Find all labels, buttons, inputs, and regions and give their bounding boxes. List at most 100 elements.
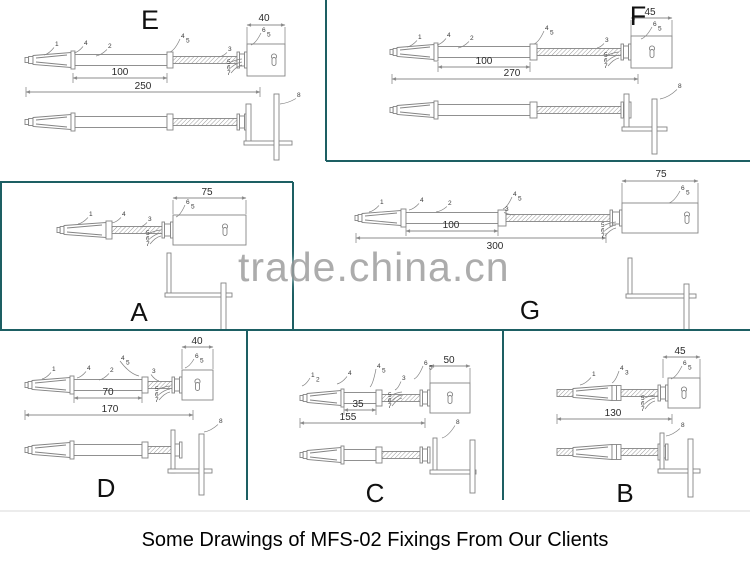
callout-label: 2 (108, 43, 112, 50)
callout-label: 5 (429, 365, 433, 372)
callout-label: 6 (146, 236, 150, 243)
dim-label: 100 (476, 56, 493, 67)
callout-label: 6 (641, 401, 645, 408)
dim-label: 250 (135, 81, 152, 92)
panel-letter-G: G (520, 295, 540, 325)
callout-label: 7 (155, 397, 159, 404)
callout-label: 6 (681, 185, 685, 192)
dim-label: 300 (487, 241, 504, 252)
callout-label: 6 (653, 21, 657, 28)
callout-label: 5 (191, 204, 195, 211)
callout-label: 6 (388, 398, 392, 405)
panel-letter-E: E (141, 5, 159, 35)
callout-label: 3 (505, 206, 509, 213)
callout-label: 4 (122, 211, 126, 218)
callout-label: 7 (601, 233, 605, 240)
callout-label: 5 (601, 222, 605, 229)
callout-label: 5 (200, 358, 204, 365)
callout-label: 6 (683, 360, 687, 367)
panel-borders (0, 0, 750, 512)
dim-label: 40 (258, 13, 270, 24)
dim-label: 50 (443, 355, 455, 366)
callout-label: 1 (55, 41, 59, 48)
callout-label: 7 (227, 70, 231, 77)
callout-label: 4 (121, 355, 125, 362)
callout-label: 2 (316, 377, 320, 384)
panel-letter-F: F (630, 1, 647, 31)
callout-label: 4 (84, 40, 88, 47)
dim-label: 170 (102, 404, 119, 415)
callout-label: 7 (641, 406, 645, 413)
callout-label: 4 (513, 191, 517, 198)
callout-label: 2 (448, 200, 452, 207)
dim-label: 45 (644, 7, 656, 18)
callout-label: 4 (87, 365, 91, 372)
callout-label: 5 (550, 30, 554, 37)
callout-label: 5 (126, 360, 130, 367)
callout-label: 1 (418, 34, 422, 41)
callout-label: 8 (681, 422, 685, 429)
dim-label: 45 (674, 346, 686, 357)
callout-label: 1 (311, 372, 315, 379)
panel-letter-C: C (366, 478, 385, 508)
caption-text: Some Drawings of MFS-02 Fixings From Our… (141, 529, 609, 551)
dim-label: 270 (504, 68, 521, 79)
callout-label: 3 (605, 37, 609, 44)
callout-label: 8 (456, 419, 460, 426)
callout-label: 3 (625, 370, 629, 377)
callout-label: 3 (152, 368, 156, 375)
callout-label: 4 (348, 370, 352, 377)
callout-label: 5 (686, 190, 690, 197)
panel-letter-B: B (616, 478, 633, 508)
callout-label: 1 (89, 211, 93, 218)
callout-label: 6 (227, 65, 231, 72)
callout-label: 5 (155, 386, 159, 393)
dim-label: 40 (191, 336, 203, 347)
callout-label: 4 (420, 197, 424, 204)
callout-label: 1 (52, 366, 56, 373)
callout-label: 4 (181, 33, 185, 40)
callout-label: 7 (146, 241, 150, 248)
callout-label: 5 (146, 230, 150, 237)
panel-letter-D: D (97, 473, 116, 503)
callout-label: 5 (382, 368, 386, 375)
callout-label: 5 (641, 395, 645, 402)
callout-label: 3 (402, 375, 406, 382)
callout-label: 2 (470, 35, 474, 42)
dim-label: 155 (340, 412, 357, 423)
callout-label: 5 (186, 38, 190, 45)
dim-label: 35 (352, 399, 364, 410)
callout-label: 5 (518, 196, 522, 203)
dim-label: 70 (102, 387, 114, 398)
callout-label: 8 (219, 418, 223, 425)
callout-label: 3 (228, 46, 232, 53)
callout-label: 2 (110, 367, 114, 374)
callout-label: 8 (678, 83, 682, 90)
callout-label: 6 (604, 58, 608, 65)
callout-label: 5 (388, 392, 392, 399)
dim-label: 75 (201, 187, 213, 198)
dim-label: 75 (655, 169, 667, 180)
callout-label: 6 (195, 353, 199, 360)
callout-label: 5 (267, 32, 271, 39)
callout-label: 7 (388, 403, 392, 410)
callout-label: 4 (447, 32, 451, 39)
dim-label: 100 (443, 220, 460, 231)
callout-label: 1 (380, 199, 384, 206)
dim-label: 130 (605, 408, 622, 419)
callout-label: 5 (227, 59, 231, 66)
callout-label: 6 (155, 392, 159, 399)
callout-label: 6 (424, 360, 428, 367)
callout-label: 6 (186, 199, 190, 206)
callout-label: 3 (148, 216, 152, 223)
callout-label: 5 (658, 26, 662, 33)
callout-label: 4 (377, 363, 381, 370)
callout-label: 5 (604, 52, 608, 59)
callout-label: 4 (620, 365, 624, 372)
